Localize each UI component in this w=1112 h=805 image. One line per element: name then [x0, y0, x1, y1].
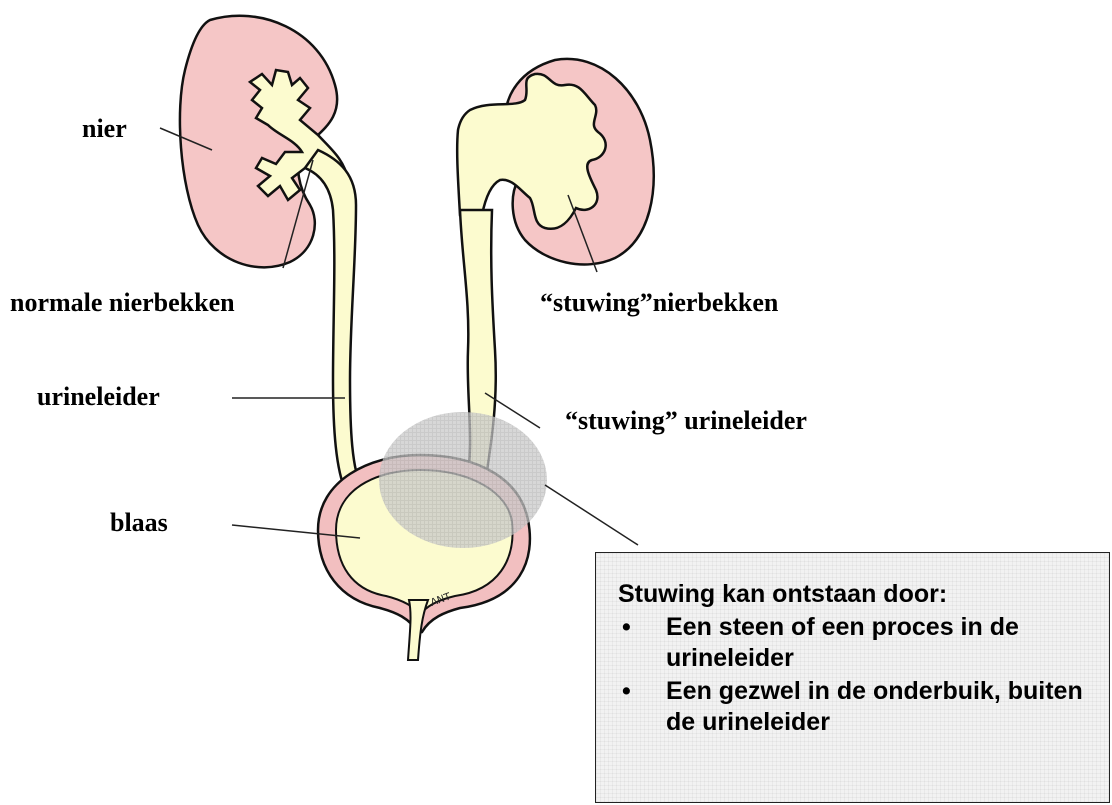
bullet-icon: •: [622, 676, 631, 707]
leader-line-info-box: [545, 485, 638, 545]
list-item-text: Een gezwel in de onderbuik, buiten de ur…: [666, 677, 1083, 736]
list-item: • Een steen of een proces in de urinelei…: [618, 612, 1099, 674]
list-item-text: Een steen of een proces in de urineleide…: [666, 613, 1019, 672]
list-item: • Een gezwel in de onderbuik, buiten de …: [618, 676, 1099, 738]
label-normale-nierbekken: normale nierbekken: [10, 290, 235, 316]
label-stuwing-urineleider: “stuwing” urineleider: [565, 408, 807, 434]
urethra: [408, 600, 428, 660]
label-stuwing-nierbekken: “stuwing”nierbekken: [540, 290, 778, 316]
info-box-list: • Een steen of een proces in de urinelei…: [618, 612, 1099, 738]
bullet-icon: •: [622, 612, 631, 643]
info-box: Stuwing kan ontstaan door: • Een steen o…: [595, 552, 1110, 803]
left-ureter: [305, 150, 362, 492]
info-box-title: Stuwing kan ontstaan door:: [618, 579, 1099, 610]
label-urineleider: urineleider: [37, 384, 160, 410]
label-blaas: blaas: [110, 510, 168, 536]
obstruction-highlight-circle: [379, 412, 547, 548]
label-nier: nier: [82, 116, 127, 142]
